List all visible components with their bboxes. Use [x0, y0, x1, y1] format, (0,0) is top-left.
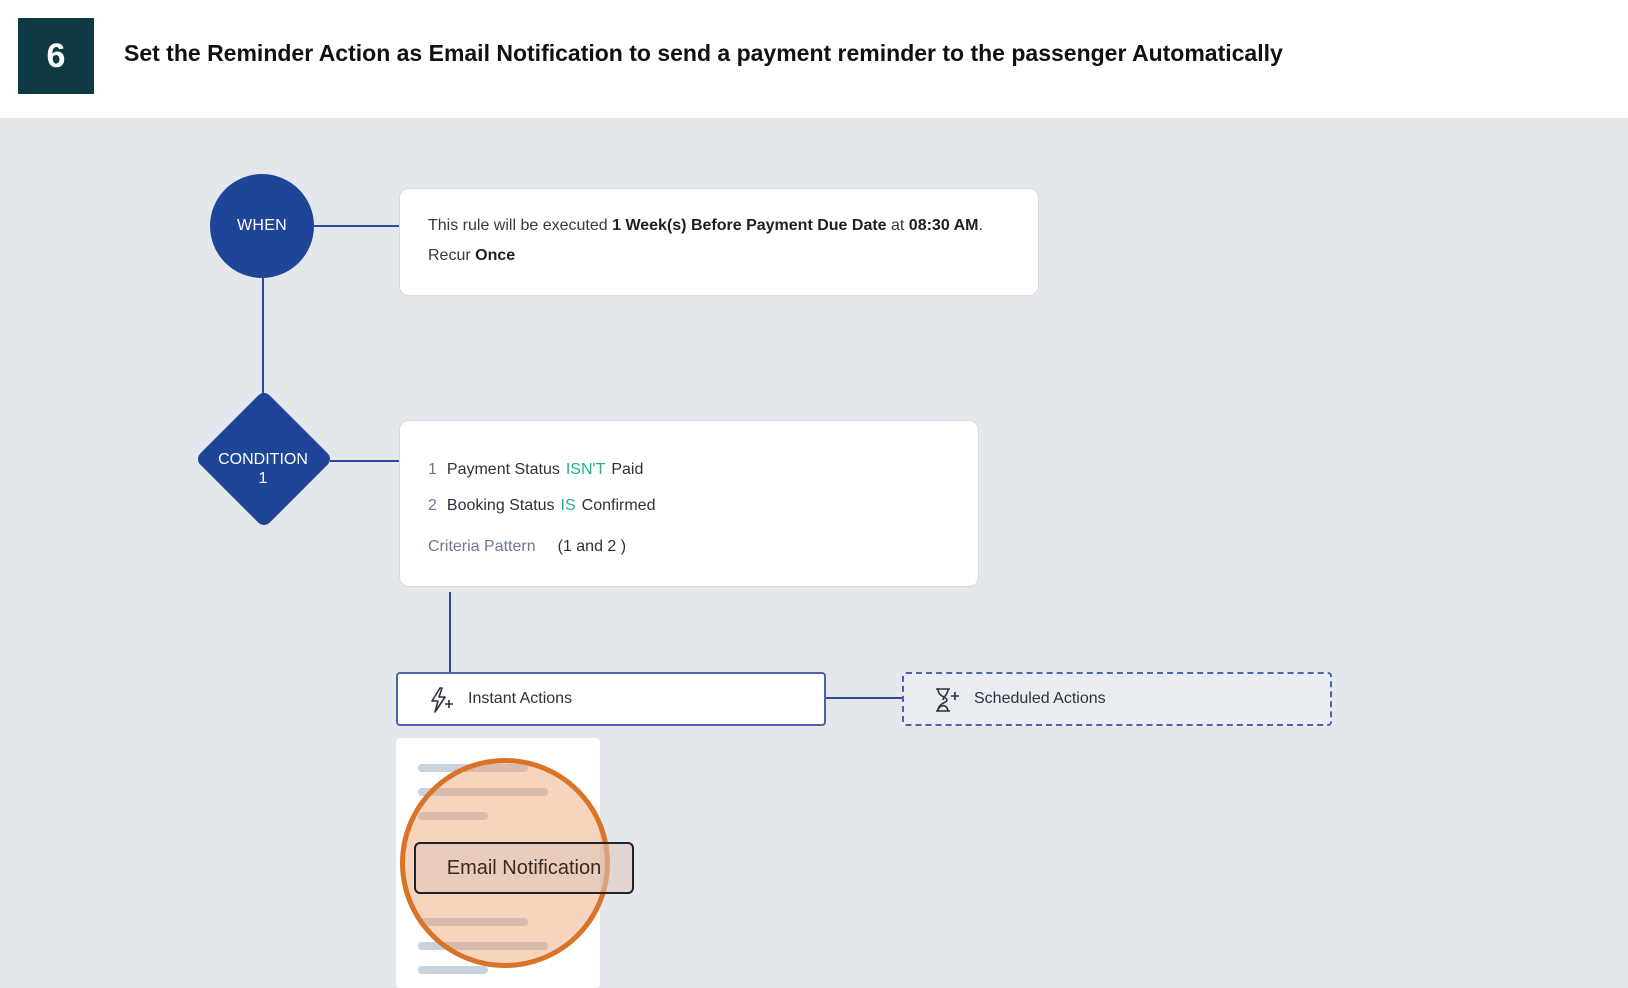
condition-criteria-card[interactable]: 1 Payment Status ISN'T Paid 2 Booking Status… [399, 420, 979, 587]
step-number-badge: 6 [18, 18, 94, 94]
instant-actions-label: Instant Actions [468, 690, 573, 707]
scheduled-actions-button[interactable]: Scheduled Actions [902, 672, 1332, 726]
criteria-pattern: Criteria Pattern (1 and 2 ) [428, 538, 626, 556]
instruction-title: Set the Reminder Action as Email Notific… [124, 40, 1283, 66]
recur-text: Recur Once [428, 247, 515, 265]
connector-when-to-card [314, 225, 399, 227]
criteria-operator: ISN'T [565, 461, 606, 478]
when-rule-card[interactable]: This rule will be executed 1 Week(s) Bef… [399, 188, 1039, 296]
hourglass-plus-icon [936, 688, 959, 712]
menu-item-placeholder[interactable] [418, 966, 488, 974]
criteria-pattern-value: (1 and 2 ) [557, 538, 627, 555]
criteria-number: 2 [428, 497, 437, 514]
connector-condition-to-actions [449, 592, 451, 672]
criteria-value: Paid [611, 461, 644, 478]
criteria-pattern-label: Criteria Pattern [428, 538, 536, 555]
when-rule-text: This rule will be executed 1 Week(s) Bef… [428, 217, 983, 235]
email-notification-option[interactable]: Email Notification [414, 842, 634, 894]
scheduled-actions-label: Scheduled Actions [974, 690, 1106, 707]
when-rule-at: at [886, 217, 909, 234]
criteria-row: 2 Booking Status IS Confirmed [428, 497, 655, 515]
recur-label: Recur [428, 247, 476, 264]
connector-instant-to-scheduled [826, 697, 902, 699]
criteria-value: Confirmed [581, 497, 656, 514]
instant-actions-button[interactable]: Instant Actions [396, 672, 826, 726]
instruction-header: 6 Set the Reminder Action as Email Notif… [0, 0, 1628, 118]
bolt-plus-icon [431, 687, 453, 713]
criteria-field: Booking Status [446, 497, 555, 514]
connector-when-to-condition [262, 278, 264, 394]
condition-node-number: 1 [258, 470, 268, 487]
when-rule-time: 08:30 AM [908, 217, 979, 234]
when-rule-timing: 1 Week(s) Before Payment Due Date [612, 217, 887, 234]
when-rule-prefix: This rule will be executed [428, 217, 613, 234]
criteria-field: Payment Status [446, 461, 560, 478]
criteria-row: 1 Payment Status ISN'T Paid [428, 461, 643, 479]
when-node-label: WHEN [236, 217, 288, 234]
criteria-number: 1 [428, 461, 437, 478]
when-rule-period: . [978, 217, 983, 234]
connector-condition-to-card [330, 460, 399, 462]
condition-node-title: CONDITION [218, 451, 308, 468]
criteria-operator: IS [560, 497, 576, 514]
recur-value: Once [475, 247, 516, 264]
condition-node-label[interactable]: CONDITION 1 [196, 450, 330, 488]
when-node[interactable]: WHEN [210, 174, 314, 278]
